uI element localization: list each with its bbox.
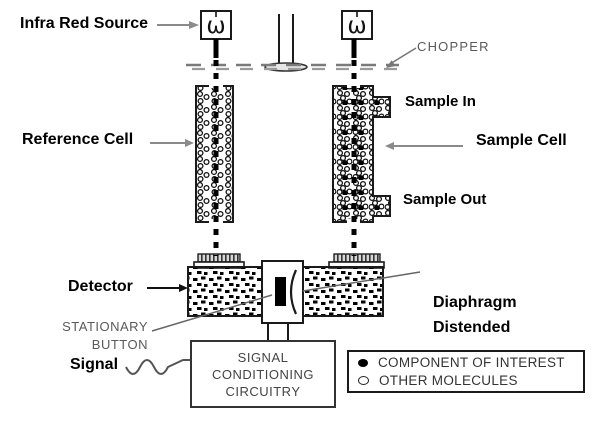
chopper-assembly: [186, 14, 399, 72]
detector-arrow: [147, 284, 188, 292]
sample-cell-shape: [332, 84, 391, 223]
stationary-button-label-line1: STATIONARY: [62, 319, 148, 334]
chopper-pointer: [386, 47, 417, 68]
circuit-box-line2: CONDITIONING: [211, 366, 315, 382]
legend-item-component-of-interest: COMPONENT OF INTEREST: [358, 355, 574, 370]
filled-circle-icon: [358, 358, 368, 367]
infra-red-source-label: Infra Red Source: [20, 15, 149, 32]
detector-shape: [187, 253, 385, 341]
legend-item-other-molecules: OTHER MOLECULES: [358, 373, 574, 388]
diaphragm-label-line1: Diaphragm: [433, 294, 517, 311]
svg-text:ω: ω: [206, 13, 225, 39]
sample-out-label: Sample Out: [403, 191, 487, 208]
diaphragm-pointer: [302, 271, 421, 292]
diaphragm-distended-label: Diaphragm Distended: [433, 290, 517, 340]
signal-wave: [125, 359, 190, 375]
stationary-button-shape: [275, 277, 286, 306]
legend: COMPONENT OF INTEREST OTHER MOLECULES: [347, 350, 585, 393]
stationary-button-pointer: [151, 294, 273, 332]
chopper-label: CHOPPER: [417, 39, 490, 54]
stationary-button-label-line2: BUTTON: [91, 337, 148, 352]
signal-conditioning-circuitry-box: SIGNAL CONDITIONING CIRCUITRY: [190, 340, 336, 408]
stationary-button-label: STATIONARY BUTTON: [38, 318, 148, 354]
sample-cell-label: Sample Cell: [476, 132, 567, 149]
sample-in-label: Sample In: [405, 93, 476, 110]
reference-cell-label: Reference Cell: [22, 131, 134, 148]
circuit-box-line1: SIGNAL: [237, 349, 289, 365]
legend-label-other: OTHER MOLECULES: [379, 373, 518, 388]
ir-source-right-icon: ω: [341, 10, 373, 58]
open-circle-icon: [358, 376, 369, 385]
detector-label: Detector: [68, 278, 133, 295]
signal-label: Signal: [70, 356, 119, 373]
reference-cell-arrow: [150, 139, 194, 147]
ir-source-left-icon: ω: [200, 10, 232, 58]
circuit-box-line3: CIRCUITRY: [225, 383, 301, 399]
diaphragm-shape: [289, 269, 298, 315]
infra-red-source-arrow: [157, 21, 199, 29]
sample-cell-arrow: [385, 142, 463, 150]
svg-text:ω: ω: [347, 13, 366, 39]
diaphragm-label-line2: Distended: [433, 319, 511, 336]
legend-label-component: COMPONENT OF INTEREST: [378, 355, 565, 370]
